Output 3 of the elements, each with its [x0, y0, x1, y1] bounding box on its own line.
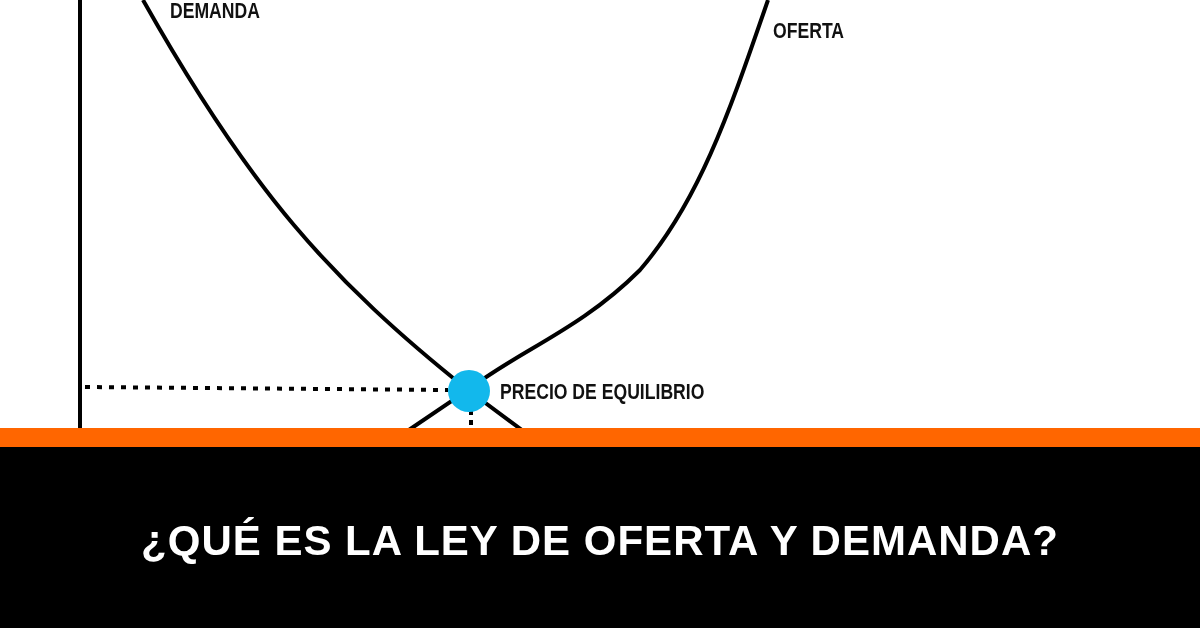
curve-label: OFERTA	[773, 20, 845, 42]
curve-label: PRECIO DE EQUILIBRIO	[500, 381, 705, 403]
curve-label: DEMANDA	[170, 0, 260, 22]
